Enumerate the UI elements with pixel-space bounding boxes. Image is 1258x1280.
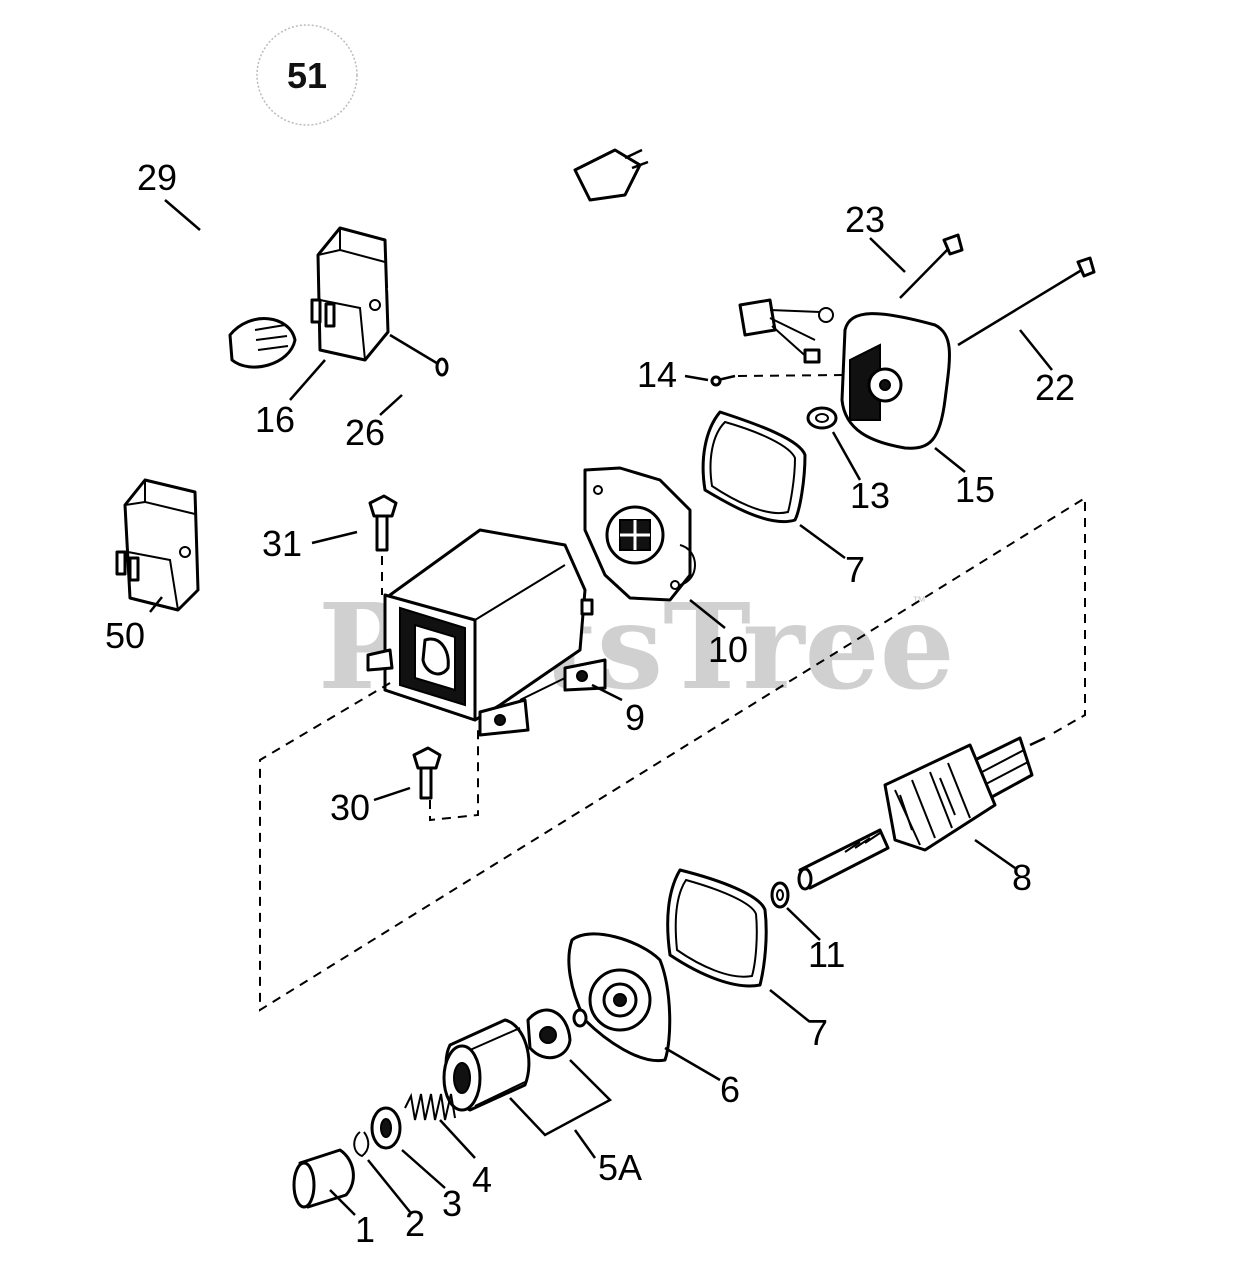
part-31-bolt <box>368 494 398 595</box>
label-30: 30 <box>330 787 370 828</box>
leader-lines <box>149 199 1053 1216</box>
page-number: 51 <box>287 55 327 96</box>
part-number-labels: 29 16 26 23 22 14 13 15 7 31 50 10 9 30 … <box>105 157 1075 1250</box>
label-7-upper: 7 <box>845 549 865 590</box>
label-8: 8 <box>1012 857 1032 898</box>
label-11: 11 <box>808 934 845 975</box>
label-31: 31 <box>262 523 302 564</box>
label-29: 29 <box>137 157 177 198</box>
part-2-retaining-ring <box>353 1131 370 1158</box>
part-15-end-cap <box>840 312 951 450</box>
part-6-drive-end-cap <box>567 932 672 1063</box>
part-8-armature <box>797 736 1046 891</box>
part-7-gasket-upper <box>701 410 807 524</box>
part-9-motor-housing <box>366 528 607 737</box>
label-4: 4 <box>472 1159 492 1200</box>
part-16-switch-box <box>310 226 834 364</box>
label-3: 3 <box>442 1183 462 1224</box>
label-9: 9 <box>625 697 645 738</box>
part-22-long-bolt <box>957 256 1096 347</box>
part-50-switch-box <box>115 478 200 612</box>
part-14-screw <box>710 374 846 387</box>
part-1-cap <box>292 1148 355 1209</box>
label-16: 16 <box>255 399 295 440</box>
label-1: 1 <box>355 1209 375 1250</box>
part-23-screw <box>899 233 964 299</box>
part-10-brush-plate <box>583 466 696 602</box>
part-13-nut <box>806 406 838 430</box>
label-10: 10 <box>708 629 748 670</box>
label-7-lower: 7 <box>808 1012 828 1053</box>
part-29-power-cord <box>160 148 649 369</box>
page-number-badge: 51 <box>256 24 358 126</box>
label-15: 15 <box>955 469 995 510</box>
part-11-washer <box>770 881 790 909</box>
label-26: 26 <box>345 412 385 453</box>
part-30-bolt <box>412 725 479 822</box>
label-50: 50 <box>105 615 145 656</box>
part-26-screw <box>389 333 449 377</box>
label-13: 13 <box>850 475 890 516</box>
part-4-spring <box>404 1092 456 1121</box>
label-2: 2 <box>405 1203 425 1244</box>
label-23: 23 <box>845 199 885 240</box>
part-3-collar <box>370 1106 402 1150</box>
label-5a: 5A <box>598 1147 642 1188</box>
part-5a-drive-assembly <box>442 1008 572 1112</box>
assembly-dashed-outline <box>259 496 1086 1012</box>
label-14: 14 <box>637 354 677 395</box>
label-6: 6 <box>720 1069 740 1110</box>
label-22: 22 <box>1035 367 1075 408</box>
part-7-gasket-lower <box>666 868 768 988</box>
